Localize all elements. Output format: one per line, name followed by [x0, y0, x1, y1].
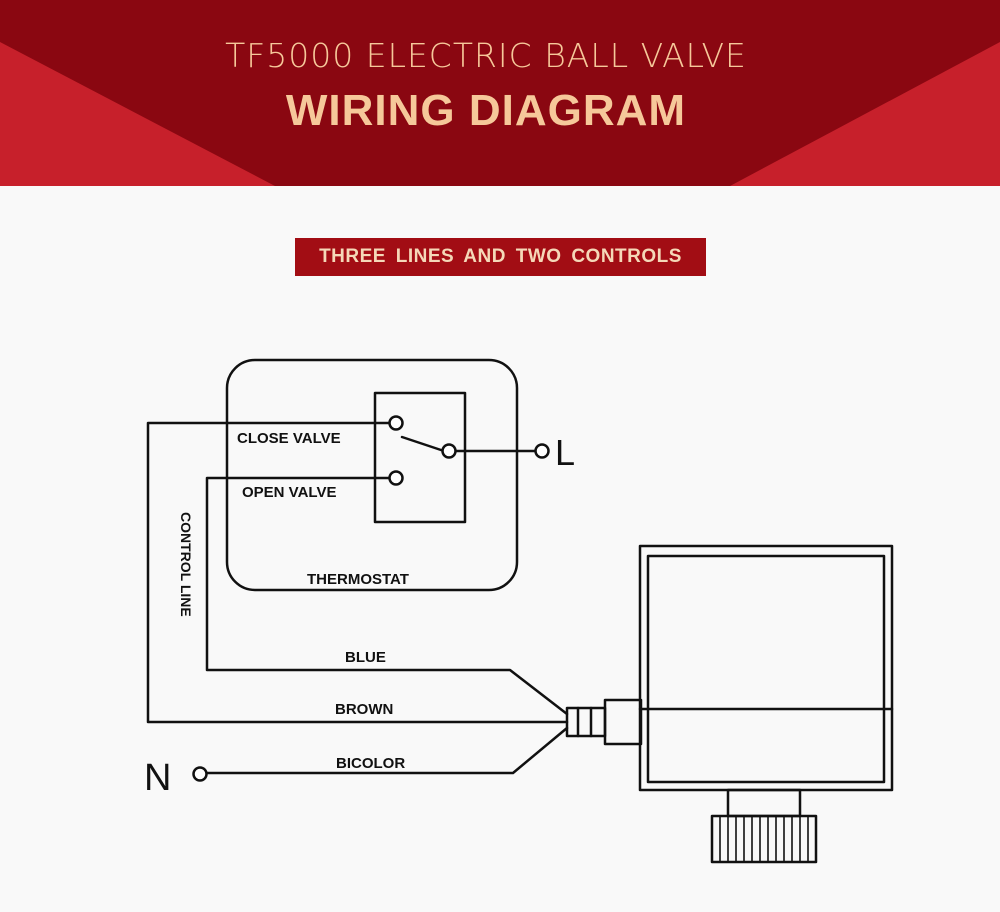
blue-label: BLUE — [345, 649, 386, 666]
neutral-terminal — [192, 766, 208, 782]
live-terminal — [534, 443, 550, 459]
thermostat-label: THERMOSTAT — [307, 571, 409, 588]
cable-gland — [603, 698, 643, 746]
terminal-l-label: L — [555, 432, 575, 473]
bicolor-label: BICOLOR — [336, 755, 405, 772]
terminal-n-label: N — [144, 757, 171, 799]
wire-connector — [565, 706, 607, 738]
section-banner: THREE LINES AND TWO CONTROLS — [295, 238, 706, 276]
brown-wire — [146, 421, 569, 724]
control-line-label: CONTROL LINE — [178, 512, 194, 617]
close-terminal — [388, 415, 404, 431]
header-banner: TF5000 ELECTRIC BALL VALVE WIRING DIAGRA… — [0, 0, 1000, 186]
bicolor-wire — [205, 726, 569, 775]
open-terminal — [388, 470, 404, 486]
knob-knurling — [719, 816, 809, 862]
open-valve-label: OPEN VALVE — [242, 484, 336, 501]
brown-label: BROWN — [335, 701, 393, 718]
common-terminal — [441, 443, 457, 459]
header-title: WIRING DIAGRAM — [285, 86, 687, 135]
actuator-body — [638, 544, 894, 792]
header-background — [0, 0, 1000, 186]
blue-wire — [205, 476, 569, 716]
header-subtitle: TF5000 ELECTRIC BALL VALVE — [225, 36, 747, 75]
switch-box — [373, 391, 467, 524]
switch-arm — [400, 435, 446, 453]
close-valve-label: CLOSE VALVE — [237, 430, 341, 447]
actuator-stem — [726, 788, 802, 818]
actuator-knob — [710, 814, 818, 864]
thermostat-housing — [225, 358, 519, 592]
